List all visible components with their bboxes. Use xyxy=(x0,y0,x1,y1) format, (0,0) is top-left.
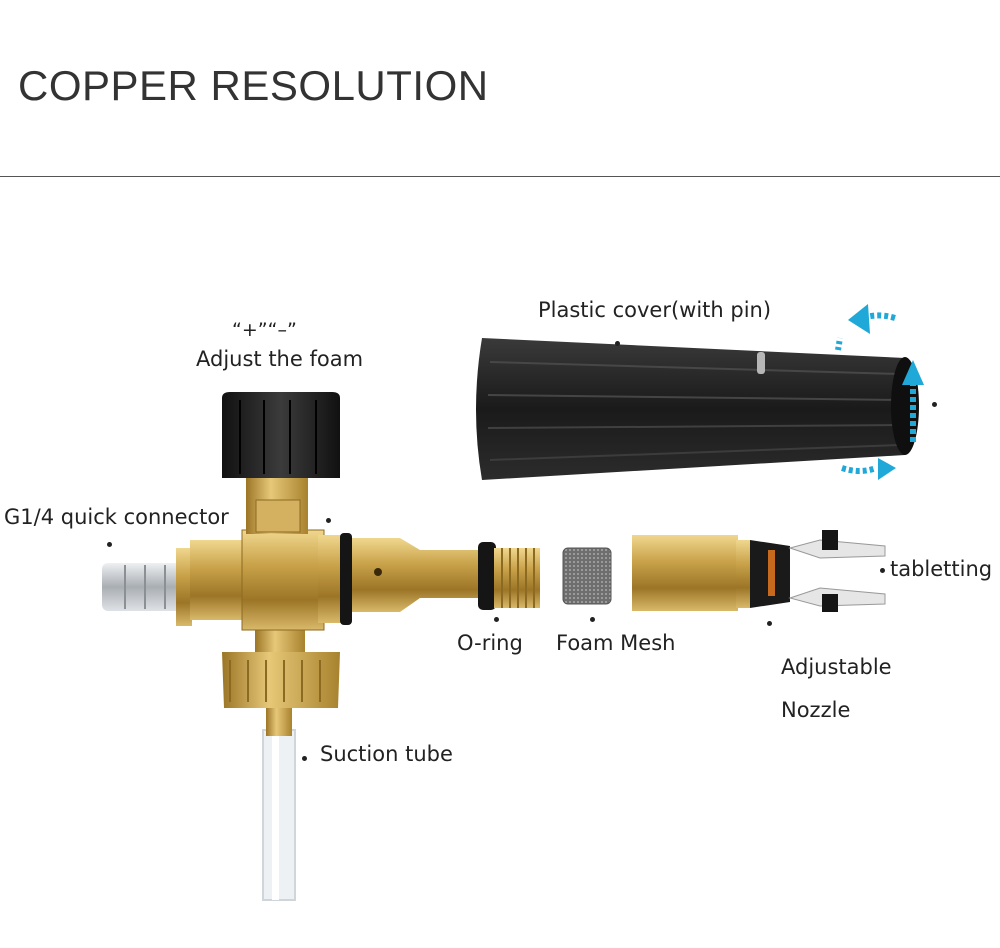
o-ring-dot xyxy=(494,617,499,622)
cover-pin xyxy=(757,352,765,374)
adjust-symbols-label: “+”“–” xyxy=(232,319,297,341)
plastic-cover xyxy=(476,338,919,480)
threaded-end xyxy=(478,542,540,610)
o-ring xyxy=(478,542,496,610)
header-divider xyxy=(0,176,1000,177)
page-title: COPPER RESOLUTION xyxy=(18,62,489,109)
adjustable-nozzle xyxy=(632,535,790,611)
suction-tube-label: Suction tube xyxy=(320,742,453,766)
tabletting-dot xyxy=(880,568,885,573)
o-ring-label: O-ring xyxy=(457,631,523,655)
body-dot xyxy=(326,518,331,523)
brass-body xyxy=(190,529,480,631)
adjustable-nozzle-dot xyxy=(767,621,772,626)
suction-tube xyxy=(262,706,296,901)
o-ring-body xyxy=(340,533,352,625)
adjustable-nozzle-label-line2: Nozzle xyxy=(781,698,851,722)
foam-mesh xyxy=(562,547,612,605)
foam-mesh-label: Foam Mesh xyxy=(556,631,676,655)
cover-end-dot xyxy=(932,402,937,407)
plastic-cover-label: Plastic cover(with pin) xyxy=(538,298,772,322)
plastic-cover-dot xyxy=(615,341,620,346)
quick-connector-dot xyxy=(107,542,112,547)
foam-mesh-dot xyxy=(590,617,595,622)
rotation-arrow-icon xyxy=(835,312,916,474)
tabletting-label: tabletting xyxy=(890,557,993,581)
adjustable-nozzle-label-line1: Adjustable xyxy=(781,655,892,679)
tabletting-blades xyxy=(788,530,886,612)
adjust-foam-label: Adjust the foam xyxy=(196,347,364,371)
suction-nut xyxy=(222,618,340,708)
quick-connector-label: G1/4 quick connector xyxy=(4,505,229,529)
foam-adjust-knob xyxy=(222,392,340,534)
quick-connector xyxy=(102,548,192,626)
suction-tube-dot xyxy=(302,756,307,761)
